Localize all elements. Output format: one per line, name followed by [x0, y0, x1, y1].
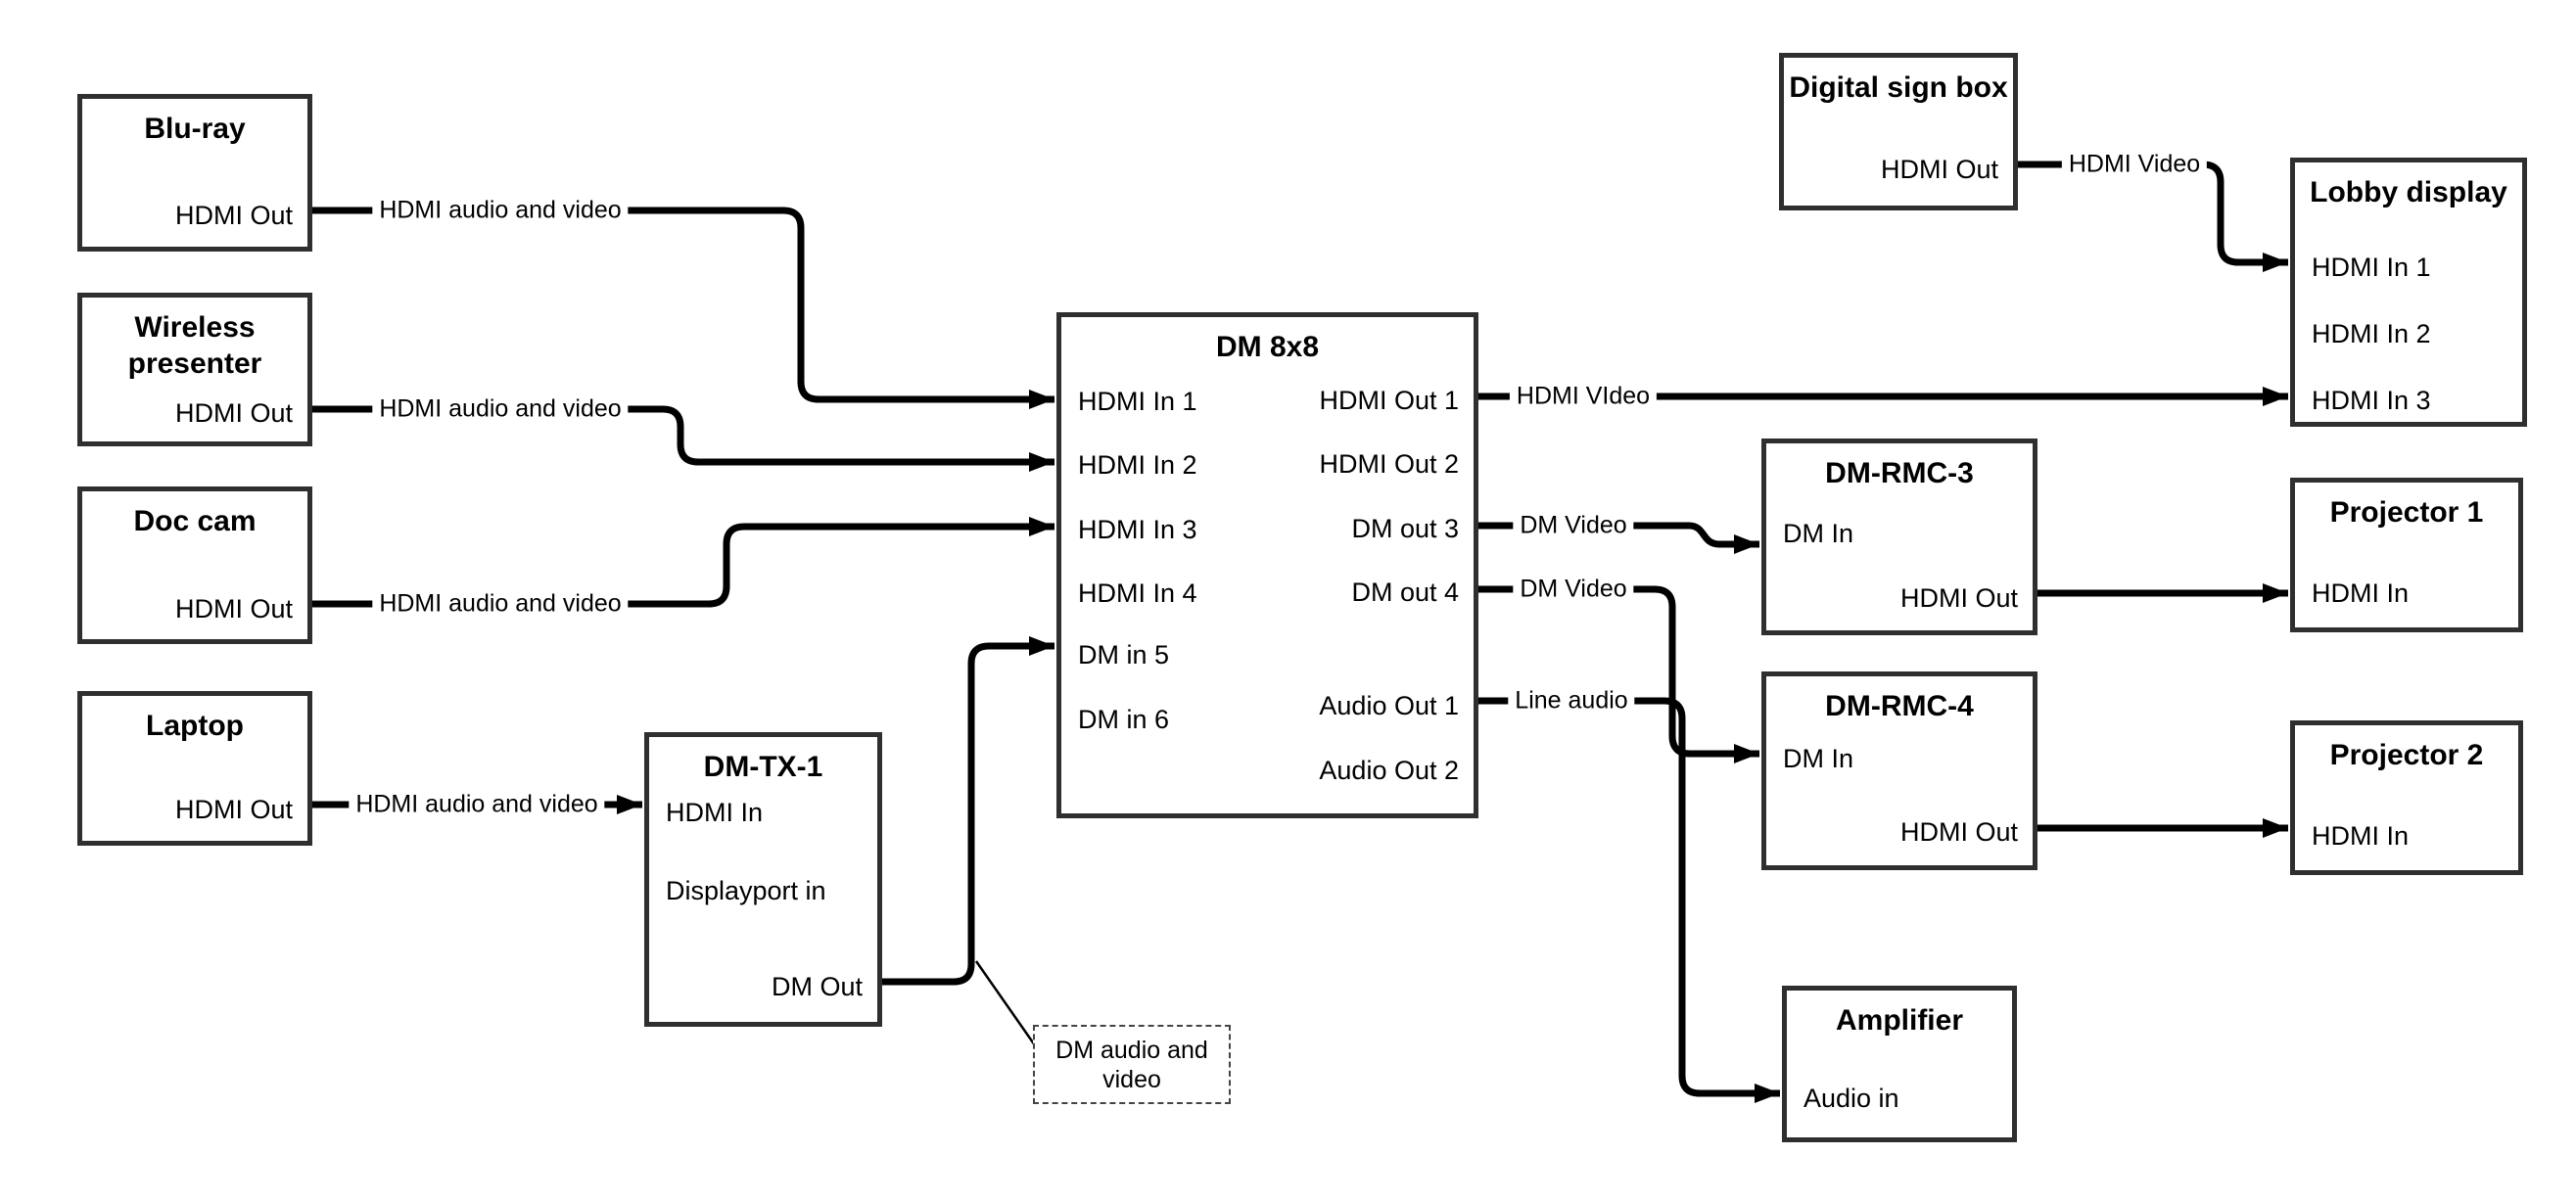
node-title: Lobby display	[2310, 176, 2507, 208]
node-title: DM-TX-1	[703, 751, 823, 783]
node-doc-cam: Doc cam HDMI Out	[77, 486, 312, 644]
node-digital-sign-box: Digital sign box HDMI Out	[1779, 53, 2018, 210]
node-bluray: Blu-ray HDMI Out	[77, 94, 312, 252]
port-amplifier-audio-in: Audio in	[1803, 1084, 1899, 1113]
port-lobby-hdmi-in-1: HDMI In 1	[2312, 253, 2431, 282]
wire-dm8x8-dm-out-3-to-dmrmc3-dm-in	[1478, 522, 1759, 554]
port-dm8x8-audio-out-2: Audio Out 2	[1319, 756, 1459, 785]
node-title: Blu-ray	[144, 113, 246, 145]
wire-label-hdmi-out-1: HDMI VIdeo	[1509, 382, 1658, 411]
wire-label-audio-out-1: Line audio	[1508, 686, 1635, 716]
port-doccam-hdmi-out: HDMI Out	[174, 594, 293, 624]
port-dm8x8-hdmi-in-1: HDMI In 1	[1078, 387, 1197, 416]
port-dm8x8-hdmi-in-4: HDMI In 4	[1078, 578, 1197, 608]
port-projector2-hdmi-in: HDMI In	[2312, 821, 2410, 851]
node-dm-rmc-3: DM-RMC-3 DM In HDMI Out	[1761, 439, 2037, 635]
port-bluray-hdmi-out: HDMI Out	[174, 201, 293, 230]
port-dmrmc4-dm-in: DM In	[1783, 744, 1854, 773]
node-projector-2: Projector 2 HDMI In	[2290, 720, 2523, 875]
port-dmrmc3-dm-in: DM In	[1783, 519, 1854, 548]
wire-label-doccam: HDMI audio and video	[372, 589, 629, 619]
node-dm-tx-1: DM-TX-1 HDMI In Displayport in DM Out	[644, 732, 882, 1027]
port-lobby-hdmi-in-2: HDMI In 2	[2312, 319, 2431, 348]
wire-label-digital-sign: HDMI Video	[2061, 150, 2208, 179]
node-title: Wireless presenter	[127, 311, 262, 380]
wire-bluray-to-dm8x8-hdmi-in-1	[312, 207, 1054, 409]
node-lobby-display: Lobby display HDMI In 1 HDMI In 2 HDMI I…	[2290, 158, 2527, 427]
port-dm8x8-hdmi-out-2: HDMI Out 2	[1319, 449, 1459, 479]
node-title: DM-RMC-4	[1825, 690, 1974, 722]
port-dm8x8-hdmi-out-1: HDMI Out 1	[1319, 386, 1459, 415]
node-wireless-presenter: Wireless presenter HDMI Out	[77, 293, 312, 446]
node-laptop: Laptop HDMI Out	[77, 691, 312, 846]
wire-wireless-to-dm8x8-hdmi-in-2	[312, 405, 1054, 472]
node-title: Projector 1	[2329, 496, 2484, 529]
wire-dm8x8-dm-out-4-to-dmrmc4-dm-in	[1478, 585, 1759, 763]
node-title: DM 8x8	[1215, 331, 1320, 363]
node-title: Laptop	[146, 710, 244, 742]
node-amplifier: Amplifier Audio in	[1782, 986, 2017, 1142]
port-dm8x8-hdmi-in-2: HDMI In 2	[1078, 450, 1197, 480]
note-leader-line	[974, 960, 1037, 1046]
node-title: Amplifier	[1835, 1004, 1964, 1037]
port-projector1-hdmi-in: HDMI In	[2312, 578, 2410, 608]
wire-label-dm-out-3: DM Video	[1513, 511, 1634, 540]
port-dmtx1-dm-out: DM Out	[771, 972, 863, 1001]
node-projector-1: Projector 1 HDMI In	[2290, 478, 2523, 632]
port-laptop-hdmi-out: HDMI Out	[174, 795, 293, 824]
port-dm8x8-dm-out-3: DM out 3	[1351, 514, 1459, 543]
node-title: Projector 2	[2329, 739, 2484, 771]
wire-label-wireless: HDMI audio and video	[372, 394, 629, 424]
note-dm-audio-and-video: DM audio and video	[1033, 1025, 1231, 1104]
node-title: Doc cam	[133, 505, 257, 537]
port-dmrmc4-hdmi-out: HDMI Out	[1899, 817, 2018, 847]
wire-label-bluray: HDMI audio and video	[372, 196, 629, 225]
port-dm8x8-dm-in-6: DM in 6	[1078, 705, 1170, 734]
port-dmtx1-displayport-in: Displayport in	[666, 876, 826, 905]
port-dm8x8-audio-out-1: Audio Out 1	[1319, 691, 1459, 720]
wire-label-dm-out-4: DM Video	[1513, 575, 1634, 604]
port-lobby-hdmi-in-3: HDMI In 3	[2312, 386, 2431, 415]
port-dm8x8-dm-out-4: DM out 4	[1351, 577, 1459, 607]
port-dmrmc3-hdmi-out: HDMI Out	[1899, 583, 2018, 613]
node-title: DM-RMC-3	[1825, 457, 1974, 489]
wire-dm8x8-audio-out-1-to-amplifier	[1478, 697, 1780, 1103]
node-dm-8x8: DM 8x8 HDMI In 1 HDMI In 2 HDMI In 3 HDM…	[1056, 312, 1478, 818]
wire-digital-sign-to-lobby-hdmi-in-1	[2018, 161, 2288, 272]
wire-label-laptop: HDMI audio and video	[349, 790, 605, 819]
node-title: Digital sign box	[1789, 71, 2008, 104]
port-dm8x8-dm-in-5: DM in 5	[1078, 640, 1170, 670]
wire-doccam-to-dm8x8-hdmi-in-3	[312, 517, 1054, 608]
port-wireless-hdmi-out: HDMI Out	[174, 398, 293, 428]
port-digital-sign-hdmi-out: HDMI Out	[1880, 155, 1998, 184]
port-dm8x8-hdmi-in-3: HDMI In 3	[1078, 515, 1197, 544]
port-dmtx1-hdmi-in: HDMI In	[666, 798, 764, 827]
wire-dmtx1-dmout-to-dm8x8-dm-in-5	[882, 636, 1054, 986]
node-dm-rmc-4: DM-RMC-4 DM In HDMI Out	[1761, 671, 2037, 870]
